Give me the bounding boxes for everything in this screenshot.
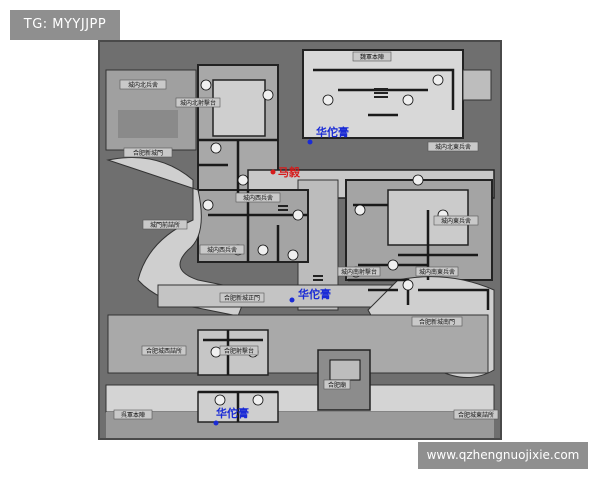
ma-su-marker-icon — [270, 169, 276, 175]
svg-text:合肥城東詰所: 合肥城東詰所 — [458, 411, 494, 419]
svg-text:城内西兵舍: 城内西兵舍 — [243, 194, 273, 202]
hua-tuo-marker-icon — [307, 139, 313, 145]
poi-hua-tuo-2[interactable]: 华佗膏 — [289, 287, 332, 303]
svg-text:魏軍本陣: 魏軍本陣 — [360, 53, 384, 61]
poi-ma-su[interactable]: 马毅 — [270, 165, 301, 179]
map-canvas: 魏軍本陣 城内北兵舍 城内北射擊台 合肥新城門 城内北東兵舍 城内西兵舍 — [96, 38, 504, 442]
svg-text:合肥新城正門: 合肥新城正門 — [224, 294, 260, 302]
svg-text:城内東兵舍: 城内東兵舍 — [441, 217, 471, 225]
svg-text:华佗膏: 华佗膏 — [216, 406, 249, 420]
label-hefei-xincheng-xijie: 合肥城西詰所 — [141, 345, 187, 356]
map-labels: 魏軍本陣 城内北兵舍 城内北射擊台 合肥新城門 城内北東兵舍 城内西兵舍 — [113, 51, 499, 420]
label-hefei-xincheng-zhengmen: 合肥新城正門 — [219, 292, 265, 303]
poi-hua-tuo-3[interactable]: 华佗膏 — [213, 406, 250, 426]
svg-text:城門前詰所: 城門前詰所 — [150, 221, 180, 229]
poi-hua-tuo-1[interactable]: 华佗膏 — [307, 125, 350, 145]
label-hefei-shebutai: 合肥射擊台 — [219, 345, 259, 356]
label-hefei-xinchengmen: 合肥新城門 — [123, 147, 173, 158]
svg-text:合肥射擊台: 合肥射擊台 — [224, 347, 254, 355]
game-map: 魏軍本陣 城内北兵舍 城内北射擊台 合肥新城門 城内北東兵舍 城内西兵舍 — [96, 38, 504, 442]
map-poi: 华佗膏 马毅 华佗膏 华佗膏 — [213, 125, 350, 426]
label-chengnei-nanshe: 城内南射擊台 — [337, 266, 381, 277]
svg-text:城内南東兵舍: 城内南東兵舍 — [419, 268, 455, 276]
label-chengnei-dongbing2: 城内東兵舍 — [433, 215, 479, 226]
hua-tuo-marker-icon — [213, 420, 219, 426]
svg-text:合肥廟: 合肥廟 — [328, 381, 346, 389]
label-kaiqian-benzhen: 魏軍本陣 — [352, 51, 392, 62]
hefei-temple — [329, 359, 361, 381]
label-hefei-xincheng-nanmen: 合肥新城南門 — [411, 316, 463, 327]
label-wujun-benzhen: 呉軍本陣 — [113, 409, 153, 420]
svg-text:马毅: 马毅 — [278, 165, 301, 179]
svg-text:华佗膏: 华佗膏 — [298, 287, 331, 301]
label-hefei-miao: 合肥廟 — [323, 379, 351, 390]
svg-text:华佗膏: 华佗膏 — [316, 125, 349, 139]
watermark-top: TG: MYYJJPP — [10, 10, 120, 40]
camp-annex — [462, 69, 492, 101]
label-chengnei-beibingshe: 城内北兵舍 — [119, 79, 167, 90]
label-chengnei-dongbingshe: 城内北東兵舍 — [427, 141, 479, 152]
label-chengmen-qianbingshe: 城門前詰所 — [142, 219, 188, 230]
svg-text:城内北射擊台: 城内北射擊台 — [180, 99, 216, 107]
north-fortress-inner — [212, 79, 266, 137]
bottom-strip — [106, 412, 494, 438]
hua-tuo-marker-icon — [289, 297, 295, 303]
svg-text:合肥新城南門: 合肥新城南門 — [419, 318, 455, 326]
label-hefei-dongnan: 合肥城東詰所 — [453, 409, 499, 420]
svg-text:城内西兵舍: 城内西兵舍 — [207, 246, 237, 254]
central-road — [157, 284, 409, 308]
stairs — [278, 88, 388, 281]
watermark-bottom: www.qzhengnuojixie.com — [418, 442, 588, 469]
west-upper-courtyard — [118, 110, 178, 138]
label-chengnei-xibing2: 城内西兵舍 — [199, 244, 245, 255]
south-road — [105, 384, 495, 413]
svg-text:城内北東兵舍: 城内北東兵舍 — [435, 143, 471, 151]
svg-text:城内南射擊台: 城内南射擊台 — [341, 268, 377, 276]
svg-text:合肥城西詰所: 合肥城西詰所 — [146, 347, 182, 355]
label-chengnei-xibingshe: 城内西兵舍 — [235, 192, 281, 203]
svg-text:呉軍本陣: 呉軍本陣 — [121, 411, 145, 419]
svg-text:合肥新城門: 合肥新城門 — [133, 149, 163, 157]
label-chengnei-beishebutai: 城内北射擊台 — [175, 97, 221, 108]
label-chengnei-nanbing: 城内南東兵舍 — [415, 266, 459, 277]
svg-text:城内北兵舍: 城内北兵舍 — [128, 81, 158, 89]
